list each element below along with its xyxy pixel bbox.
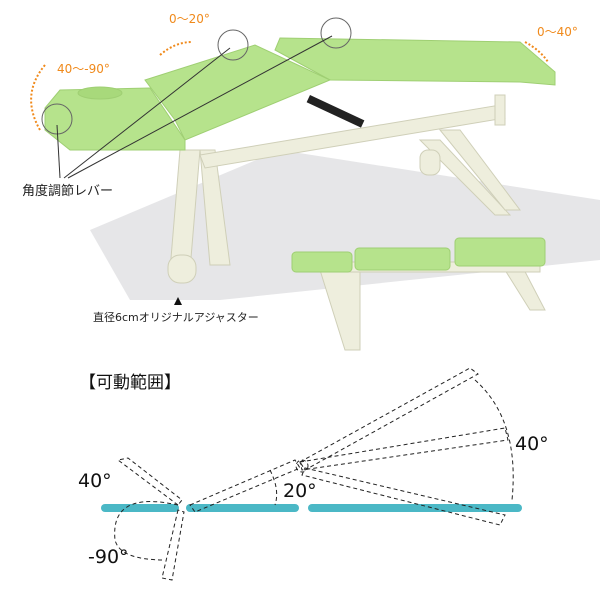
gas-spring bbox=[306, 95, 365, 128]
callout-lines bbox=[56, 35, 333, 179]
small-table bbox=[291, 237, 546, 351]
range-diagram-title: 【可動範囲】 bbox=[79, 373, 181, 393]
head-down-angle: -90° bbox=[88, 546, 129, 568]
range-diagram-dashed-outlines bbox=[114, 367, 514, 581]
adjuster-pointer-triangle bbox=[174, 297, 182, 305]
middle-angle-label: 0〜20° bbox=[169, 12, 210, 26]
head-up-angle: 40° bbox=[78, 470, 112, 492]
middle-angle: 20° bbox=[283, 480, 317, 502]
lever-highlight-circles bbox=[41, 17, 352, 135]
foot-angle: 40° bbox=[515, 433, 549, 455]
lever-callout: 角度調節レバー bbox=[22, 184, 114, 199]
main-table-cushions bbox=[44, 37, 556, 151]
main-table-frame bbox=[167, 94, 521, 284]
foot-angle-label: 0〜40° bbox=[537, 25, 578, 39]
angle-arrows bbox=[30, 41, 549, 131]
adjuster-callout: 直径6cmオリジナルアジャスター bbox=[93, 311, 259, 324]
head-angle-label: 40〜-90° bbox=[57, 62, 110, 76]
